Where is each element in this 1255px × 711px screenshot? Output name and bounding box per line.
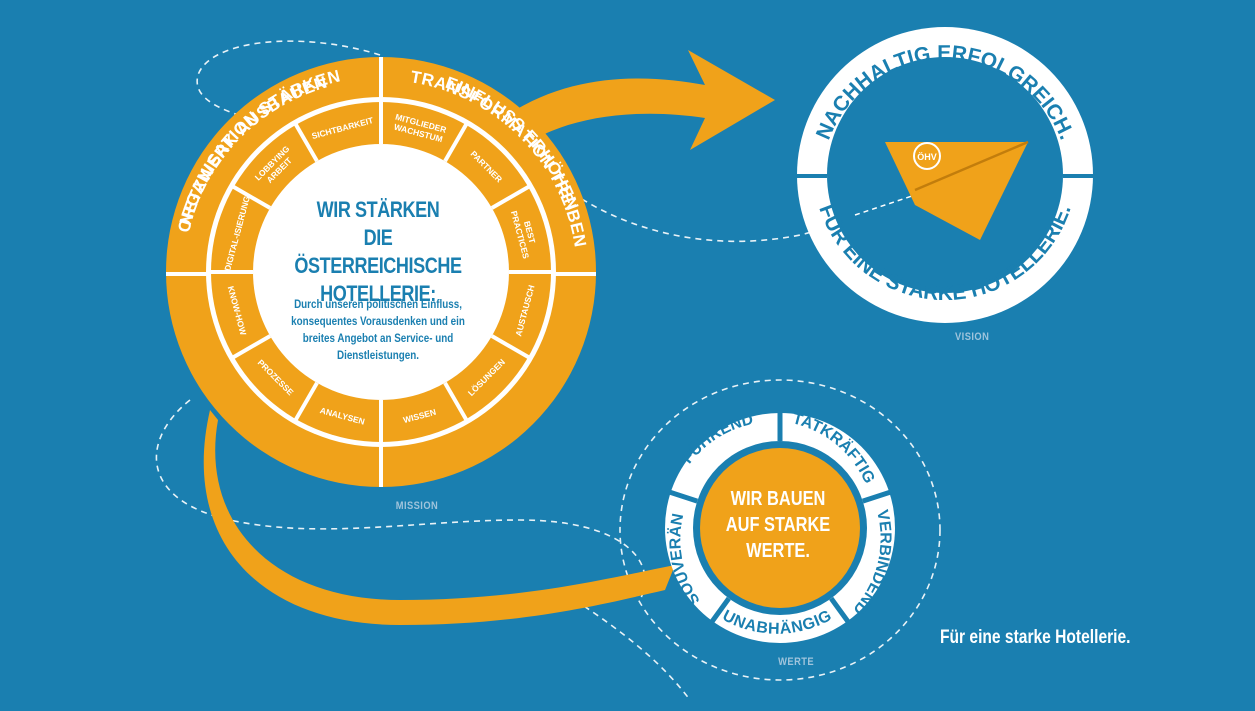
werte-spoke	[861, 489, 892, 504]
mission-description: Durch unseren politischen Einfluss, kons…	[291, 297, 465, 362]
werte-title-line3: WERTE.	[746, 540, 810, 562]
paper-plane-icon: ÖHV	[854, 140, 1029, 240]
werte-spoke	[709, 596, 731, 624]
vision-caption: VISION	[955, 331, 990, 343]
inner-spoke	[293, 122, 319, 163]
inner-spoke	[293, 381, 319, 422]
werte-spoke	[829, 596, 851, 624]
werte-title-line2: AUF STARKE	[725, 514, 831, 536]
tagline: Für eine starke Hotellerie.	[940, 627, 1131, 648]
inner-spoke	[490, 184, 531, 210]
mission-caption: MISSION	[395, 500, 439, 512]
mission-title-line1: WIR STÄRKEN	[316, 197, 440, 222]
inner-spoke	[443, 122, 469, 163]
werte-caption: WERTE	[778, 656, 815, 668]
werte-title-line1: WIR BAUEN	[730, 488, 826, 510]
inner-spoke	[231, 334, 272, 360]
werte-spoke	[668, 489, 699, 504]
dashed-orbits	[155, 40, 941, 701]
ohv-logo: ÖHV	[917, 152, 937, 162]
mission-wheel	[166, 57, 596, 487]
inner-spoke	[231, 184, 272, 210]
inner-spoke	[490, 334, 531, 360]
arrow-to-vision	[500, 50, 775, 150]
inner-spoke	[443, 381, 469, 422]
werte-title: WIR BAUEN AUF STARKE WERTE.	[714, 486, 842, 564]
mission-title-line2: DIE ÖSTERREICHISCHE	[294, 225, 462, 278]
mission-title: WIR STÄRKEN DIE ÖSTERREICHISCHE HOTELLER…	[280, 196, 477, 308]
werte-wheel	[665, 412, 895, 643]
mission-title-line3: HOTELLERIE:	[320, 281, 436, 306]
